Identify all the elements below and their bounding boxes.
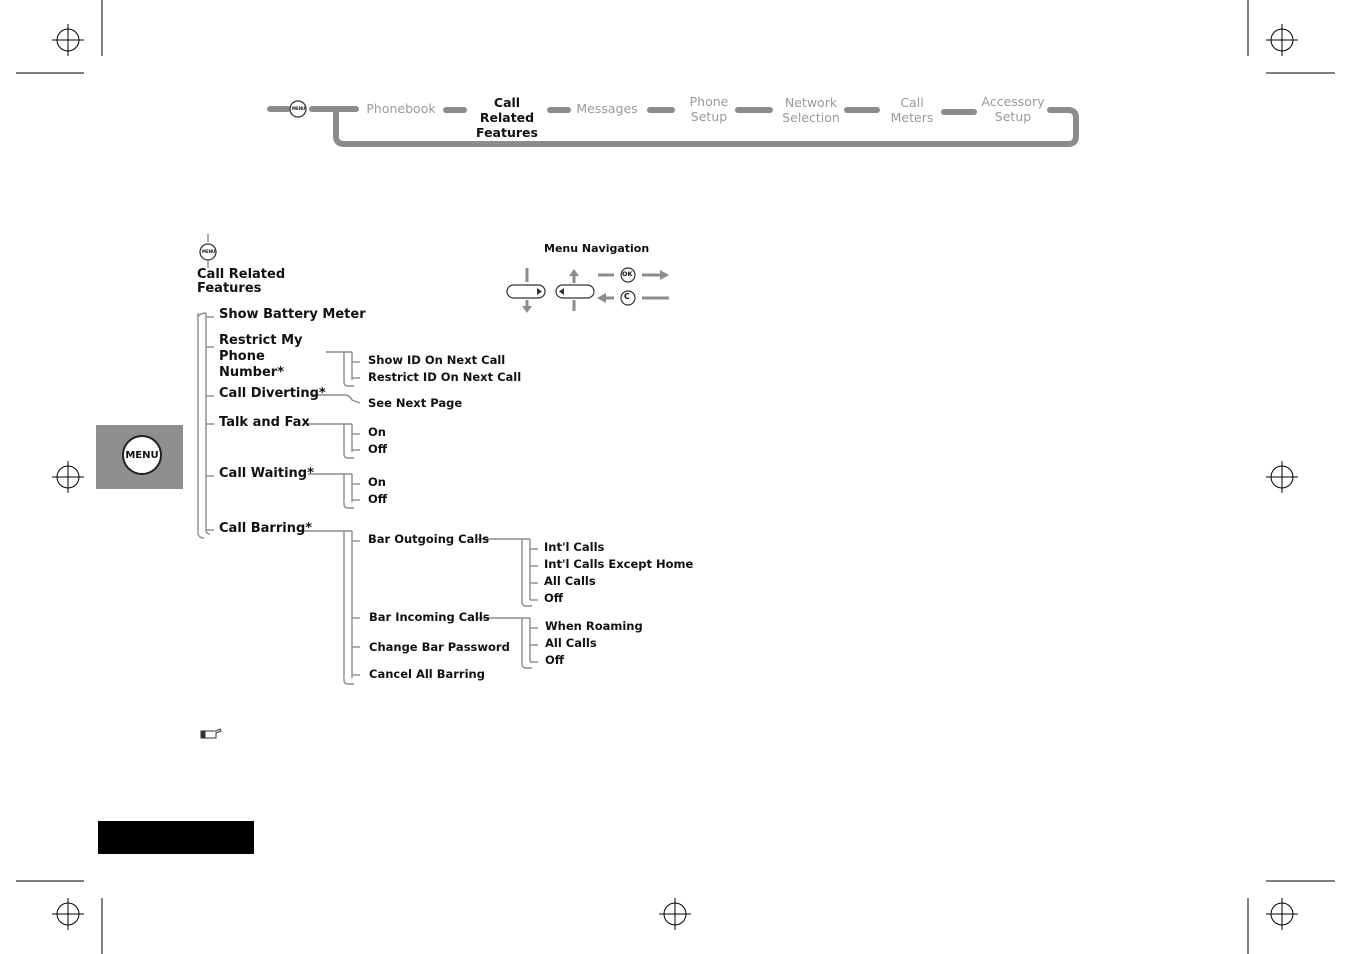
top-menu-icon-ring (289, 100, 307, 118)
tree-leaf-intl-calls: Int'l Calls (544, 540, 605, 554)
tree-leaf-off-incoming: Off (545, 653, 565, 667)
top-menu-messages[interactable]: Messages (576, 101, 638, 116)
top-menu-phonebook[interactable]: Phonebook (366, 101, 436, 116)
menu-icon: MENU (122, 435, 162, 475)
crop-mark-mid-left (52, 461, 84, 493)
side-tab-menu-label: MENU (125, 449, 159, 461)
top-menu-network-selection[interactable]: Network Selection (782, 95, 840, 125)
tree-item-show-battery-meter: Show Battery Meter (219, 307, 366, 322)
tree-subitem-talk-fax-off: Off (368, 442, 388, 456)
ok-key-icon: OK (622, 270, 633, 278)
side-tab: MENU (96, 425, 183, 489)
crop-mark-mid-right (1266, 461, 1298, 493)
top-menu-call-related-features[interactable]: Call Related Features (476, 95, 538, 140)
tree-item-call-waiting: Call Waiting* (219, 466, 314, 481)
tree-item-talk-and-fax: Talk and Fax (219, 415, 310, 430)
tree-connectors (197, 234, 538, 685)
tree-subitem-change-bar-password: Change Bar Password (369, 640, 510, 654)
tree-subitem-call-waiting-off: Off (368, 492, 388, 506)
tree-menu-icon-label: MENU (202, 249, 216, 254)
tree-subitem-restrict-id: Restrict ID On Next Call (368, 370, 522, 384)
tree-leaf-off-outgoing: Off (544, 591, 564, 605)
crop-mark-bottom-left (16, 880, 103, 954)
tree-leaf-when-roaming: When Roaming (545, 619, 643, 633)
tree-root-label: Call Related Features (197, 267, 286, 296)
tree-leaf-intl-calls-except-home: Int'l Calls Except Home (544, 557, 694, 571)
crop-mark-bottom-right (1247, 880, 1335, 954)
tree-item-call-diverting: Call Diverting* (219, 386, 326, 401)
tree-subitem-bar-incoming: Bar Incoming Calls (369, 610, 490, 624)
top-menu-call-meters[interactable]: Call Meters (890, 95, 934, 125)
tree-subitem-see-next-page: See Next Page (368, 396, 463, 410)
crop-mark-top-left (16, 0, 103, 74)
tree-item-restrict-my-phone-number: Restrict My Phone Number* (219, 333, 303, 380)
top-menu-accessory-setup[interactable]: Accessory Setup (981, 94, 1045, 124)
menu-navigation-diagram (506, 267, 669, 313)
clear-key-icon: C (624, 292, 630, 301)
top-menu-icon-label: MENU (292, 106, 306, 111)
page-tab-black (98, 821, 254, 854)
tree-menu-icon-ring (199, 243, 217, 261)
top-menu-phone-setup[interactable]: Phone Setup (689, 94, 729, 124)
crop-mark-top-right (1247, 0, 1335, 74)
tree-subitem-call-waiting-on: On (368, 475, 386, 489)
top-menu-band (267, 106, 1079, 147)
tree-item-call-barring: Call Barring* (219, 521, 313, 536)
tree-subitem-show-id: Show ID On Next Call (368, 353, 506, 367)
tree-subitem-talk-fax-on: On (368, 425, 386, 439)
tree-leaf-all-calls-outgoing: All Calls (544, 574, 596, 588)
tree-subitem-bar-outgoing: Bar Outgoing Calls (368, 532, 490, 546)
tree-subitem-cancel-all-barring: Cancel All Barring (369, 667, 485, 681)
menu-navigation-title: Menu Navigation (544, 242, 650, 255)
note-hand-icon (200, 728, 222, 739)
crop-mark-bottom-center (659, 898, 691, 930)
tree-leaf-all-calls-incoming: All Calls (545, 636, 597, 650)
